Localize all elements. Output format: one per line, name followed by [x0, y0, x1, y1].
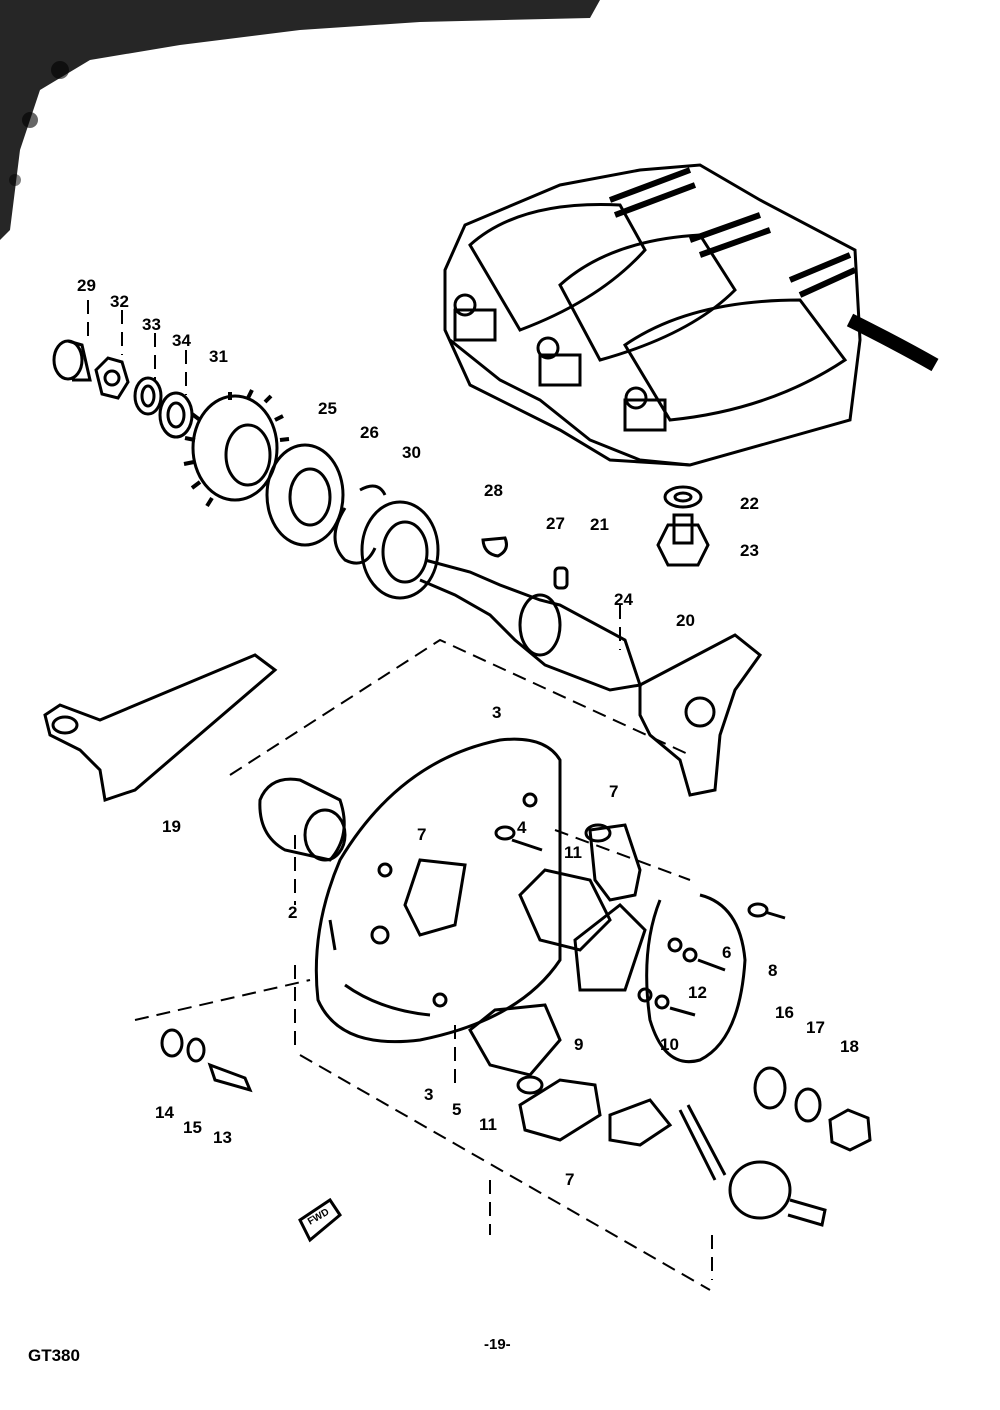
label-part-30: 30 [402, 443, 421, 462]
label-part-4: 4 [517, 818, 527, 837]
label-part-28: 28 [484, 481, 503, 500]
scan-smudge [0, 0, 600, 240]
label-part-32: 32 [110, 292, 129, 311]
label-part-24: 24 [614, 590, 633, 609]
label-part-5: 5 [452, 1100, 461, 1119]
breaker-base-plate [314, 737, 647, 1077]
label-part-33: 33 [142, 315, 161, 334]
label-part-15: 15 [183, 1118, 202, 1137]
label-part-20: 20 [676, 611, 695, 630]
condensers [516, 823, 642, 1142]
label-part-11-top: 11 [564, 843, 582, 862]
label-part-11-bottom: 11 [479, 1115, 497, 1134]
label-part-7-bottom: 7 [565, 1170, 574, 1189]
label-part-26: 26 [360, 423, 379, 442]
bracket-lever [43, 653, 278, 802]
model-code: GT380 [28, 1346, 80, 1365]
label-part-31: 31 [209, 347, 228, 366]
label-part-14: 14 [155, 1103, 174, 1122]
part-labels: 2 3 3 4 5 6 7 7 7 8 9 10 11 11 12 13 14 … [77, 276, 859, 1189]
label-part-9: 9 [574, 1035, 583, 1054]
felt-cap [258, 777, 347, 862]
label-part-12: 12 [688, 983, 707, 1002]
fasteners [160, 825, 872, 1152]
label-part-19: 19 [162, 817, 181, 836]
label-part-21: 21 [590, 515, 609, 534]
wire-harness [608, 893, 827, 1227]
label-part-7-left: 7 [417, 825, 426, 844]
label-part-2: 2 [288, 903, 297, 922]
fwd-arrow-mark: FWD [298, 1197, 342, 1243]
label-part-3-top: 3 [492, 703, 501, 722]
coil-washer-and-nut [656, 485, 710, 567]
label-part-3-bottom: 3 [424, 1085, 433, 1104]
label-part-16: 16 [775, 1003, 794, 1022]
label-part-17: 17 [806, 1018, 825, 1037]
label-part-34: 34 [172, 331, 191, 350]
label-part-25: 25 [318, 399, 337, 418]
shaft-assembly [52, 339, 763, 797]
label-part-7-right: 7 [609, 782, 618, 801]
label-part-29: 29 [77, 276, 96, 295]
label-part-13: 13 [213, 1128, 232, 1147]
label-part-27: 27 [546, 514, 565, 533]
label-part-8: 8 [768, 961, 777, 980]
label-part-6: 6 [722, 943, 731, 962]
label-part-23: 23 [740, 541, 759, 560]
ignition-coil-assembly [443, 163, 939, 467]
label-part-18: 18 [840, 1037, 859, 1056]
label-part-22: 22 [740, 494, 759, 513]
label-part-10: 10 [660, 1035, 679, 1054]
assembly-guide-lines [87, 300, 713, 1291]
page-number: -19- [484, 1336, 511, 1353]
